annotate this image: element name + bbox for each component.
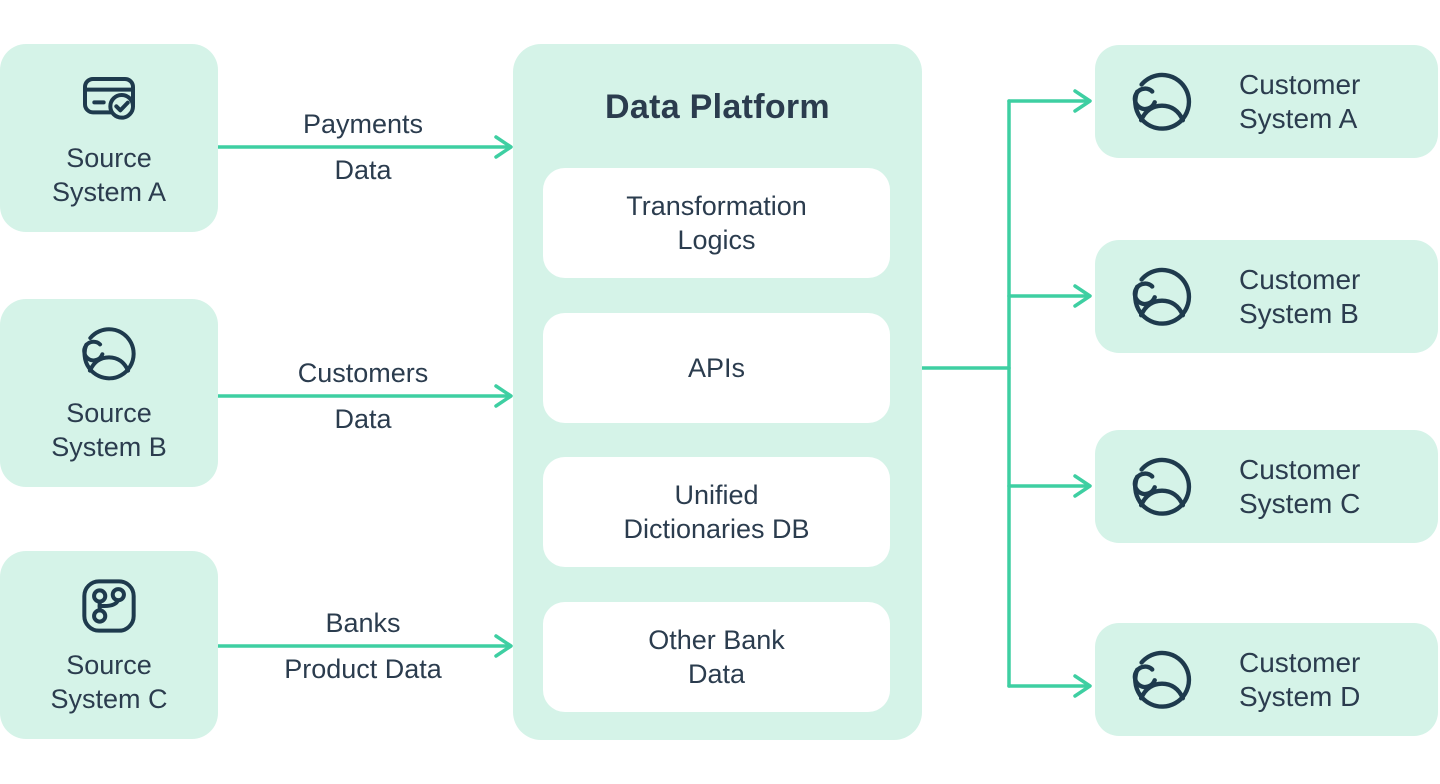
module-label-line2: Data <box>687 659 746 689</box>
customer-a-label-line2: System A <box>1239 102 1358 134</box>
module-label-line2: Dictionaries DB <box>623 514 810 544</box>
source-a-label-line1: Source <box>66 143 152 173</box>
node-customer-system-d: Customer System D <box>1095 623 1438 736</box>
source-c-label-line1: Source <box>66 650 152 680</box>
customer-b-label-line1: Customer <box>1239 263 1361 295</box>
git-branch-app-icon <box>82 579 136 633</box>
node-data-platform: Data Platform Transformation Logics APIs… <box>513 44 922 740</box>
flow-label-payments: Payments <box>302 109 424 139</box>
module-label-line1: Transformation <box>626 191 807 221</box>
flow-label-banks: Banks <box>325 608 401 638</box>
arrowhead <box>1073 89 1092 113</box>
source-c-label-line2: System C <box>50 684 168 714</box>
flow-label-payments-2: Data <box>334 155 392 185</box>
user-circle-icon <box>1132 457 1192 516</box>
node-customer-system-c: Customer System C <box>1095 430 1438 543</box>
flow-label-banks-2: Product Data <box>284 654 442 684</box>
module-apis: APIs <box>543 313 890 423</box>
node-source-system-c: Source System C <box>0 551 218 739</box>
source-b-label-line1: Source <box>66 398 152 428</box>
user-circle-icon <box>1132 267 1192 326</box>
user-circle-icon <box>82 327 136 381</box>
source-a-label-line2: System A <box>51 177 167 207</box>
customer-a-label-line1: Customer <box>1239 68 1361 100</box>
arrowhead <box>1073 284 1092 308</box>
customer-c-label-line1: Customer <box>1239 453 1361 485</box>
node-source-system-a: Source System A <box>0 44 218 232</box>
customer-d-label-line2: System D <box>1239 680 1361 712</box>
flow-label-customers: Customers <box>297 358 429 388</box>
module-label-line1: Unified <box>674 480 759 510</box>
customer-d-label-line1: Customer <box>1239 646 1361 678</box>
user-circle-icon <box>1132 72 1192 131</box>
module-label-line1: Other Bank <box>648 625 785 655</box>
flow-label-customers-2: Data <box>334 404 392 434</box>
customer-c-label-line2: System C <box>1239 487 1361 519</box>
module-unified-dictionaries-db: Unified Dictionaries DB <box>543 457 890 567</box>
platform-title: Data Platform <box>605 88 830 126</box>
arrowhead <box>1073 474 1092 498</box>
module-transformation-logics: Transformation Logics <box>543 168 890 278</box>
source-b-label-line2: System B <box>51 432 167 462</box>
module-other-bank-data: Other Bank Data <box>543 602 890 712</box>
node-customer-system-b: Customer System B <box>1095 240 1438 353</box>
arrowhead <box>1073 674 1092 698</box>
node-source-system-b: Source System B <box>0 299 218 487</box>
node-customer-system-a: Customer System A <box>1095 45 1438 158</box>
module-label-line1: APIs <box>687 353 746 383</box>
module-label-line2: Logics <box>677 225 756 255</box>
customer-b-label-line2: System B <box>1239 297 1359 329</box>
user-circle-icon <box>1132 650 1192 709</box>
credit-card-check-icon <box>83 77 135 120</box>
